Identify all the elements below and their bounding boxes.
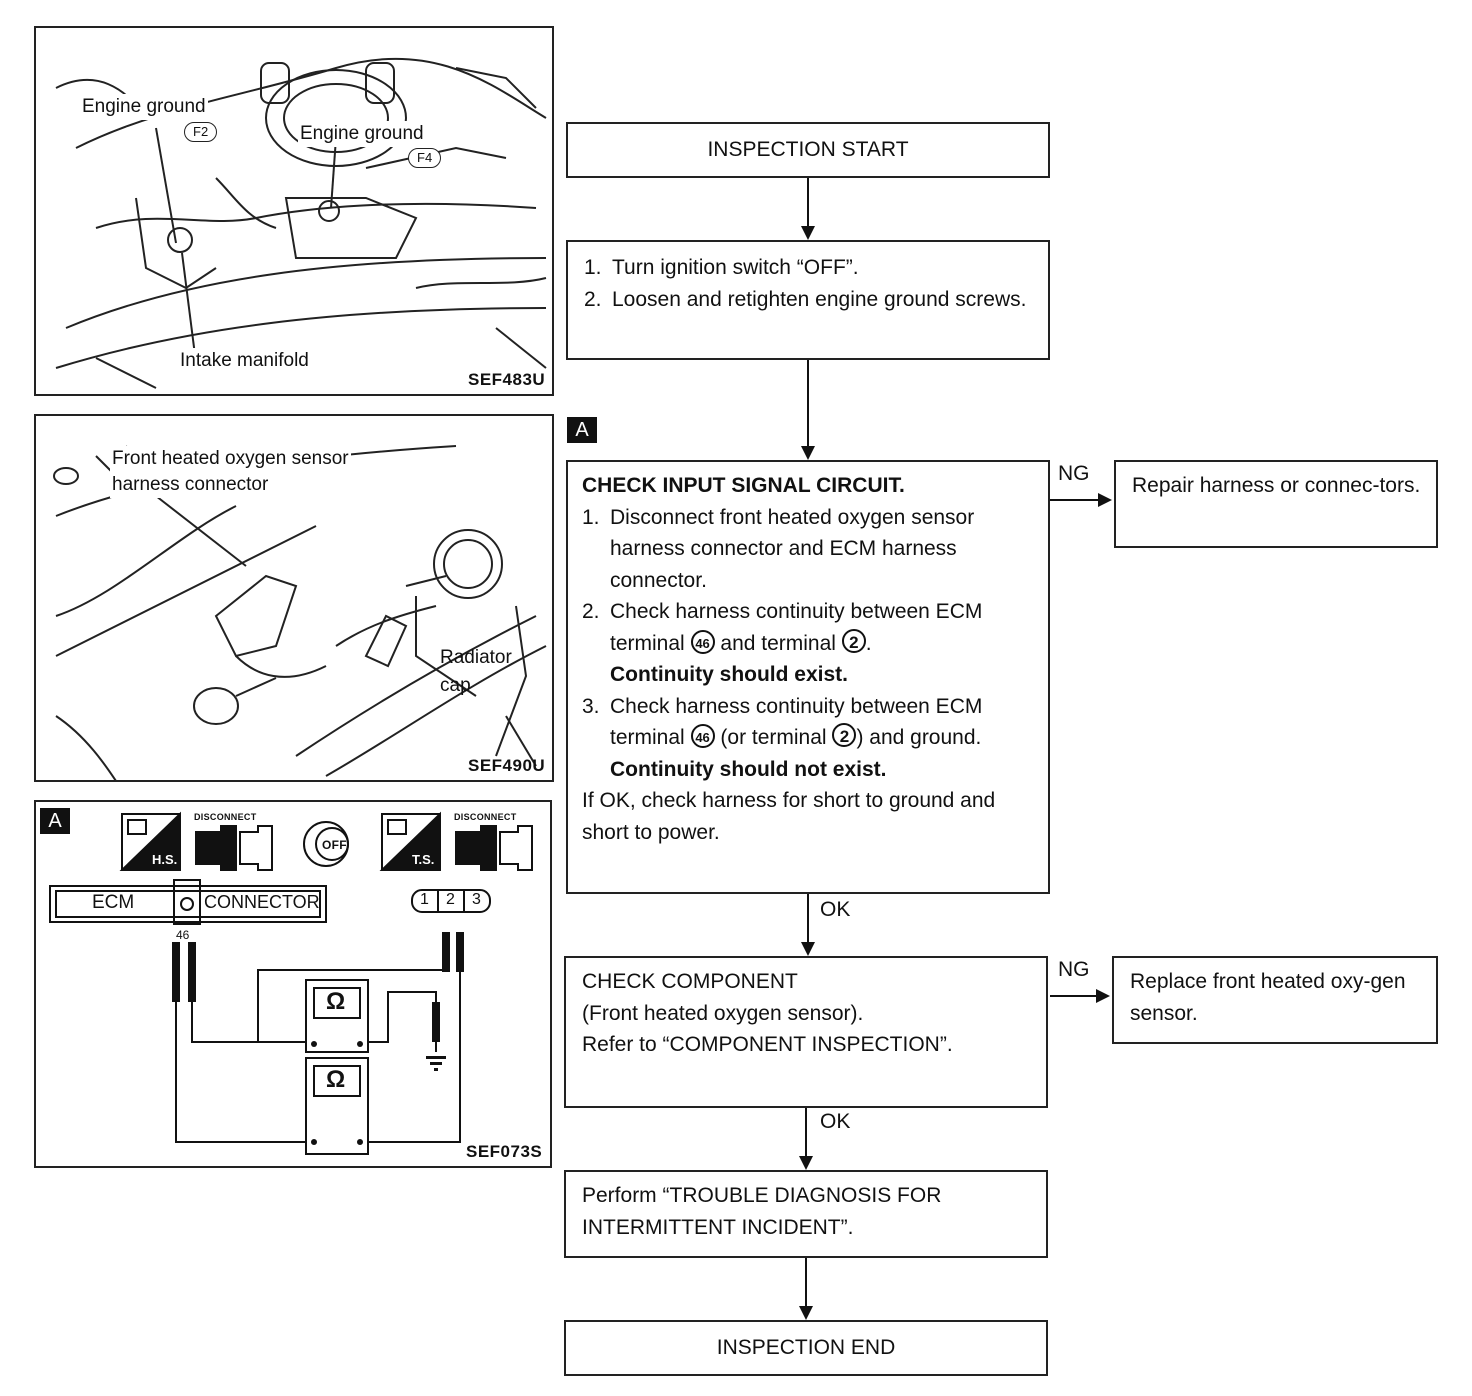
ng-label: NG — [1058, 958, 1090, 981]
sensor-connector-label-line2: harness connector — [110, 472, 271, 498]
terminal-2-badge: 2 — [832, 723, 857, 747]
item-text: Loosen and retighten engine ground screw… — [612, 287, 1027, 311]
inspection-end-text: INSPECTION END — [716, 1336, 896, 1360]
inspection-start-text: INSPECTION START — [707, 138, 909, 162]
check-component-line: Refer to “COMPONENT INSPECTION”. — [582, 1033, 953, 1056]
pin-2-label: 2 — [446, 891, 455, 908]
sensor-connector-label-line1: Front heated oxygen sensor — [110, 446, 351, 472]
terminal-46-badge: 46 — [690, 629, 715, 654]
perform-diagnosis-box: Perform “TROUBLE DIAGNOSIS FOR INTERMITT… — [564, 1170, 1048, 1258]
section-tag: A — [567, 417, 597, 443]
item-number: 3. — [582, 694, 600, 718]
item-number: 1. — [584, 256, 602, 279]
terminal-46-badge: 46 — [690, 724, 715, 748]
sensor-connector-illustration — [53, 445, 547, 780]
item-number: 2. — [582, 600, 600, 623]
radiator-cap-label-line1: Radiator — [440, 647, 512, 668]
ok-label: OK — [820, 1110, 851, 1133]
figure-circuit-check: A — [34, 800, 552, 1168]
ignition-off-icon-label: OFF — [322, 838, 347, 852]
check-component-box: CHECK COMPONENT (Front heated oxygen sen… — [564, 956, 1048, 1108]
check-component-line: (Front heated oxygen sensor). — [582, 1001, 864, 1025]
figure-code: SEF490U — [468, 756, 546, 775]
check-input-signal-box: CHECK INPUT SIGNAL CIRCUIT. 1. Disconnec… — [566, 460, 1050, 894]
figure-sensor-connector: Front heated oxygen sensor harness conne… — [34, 414, 554, 782]
figure-engine-ground: Engine ground F2 Engine ground F4 Intake… — [34, 26, 554, 396]
check-input-title: CHECK INPUT SIGNAL CIRCUIT. — [582, 474, 905, 497]
step1-box: 1. Turn ignition switch “OFF”. 2. Loosen… — [566, 240, 1050, 360]
engine-ground-illustration — [55, 57, 547, 389]
f4-connector-label: F4 — [408, 148, 442, 168]
pin-1-label: 1 — [420, 891, 429, 908]
repair-harness-text: Repair harness or connec-tors. — [1132, 474, 1421, 497]
f2-connector-label: F2 — [184, 122, 218, 142]
engine-ground-right-label: Engine ground — [298, 121, 426, 147]
repair-harness-box: Repair harness or connec-tors. — [1114, 460, 1438, 548]
check-input-item: 1. Disconnect front heated oxygen sensor… — [582, 502, 1034, 597]
replace-sensor-box: Replace front heated oxy-gen sensor. — [1112, 956, 1438, 1044]
check-input-item: 3. Check harness continuity between ECM … — [582, 691, 1034, 786]
ts-icon-label: T.S. — [412, 852, 435, 867]
continuity-exist-text: Continuity should exist. — [610, 663, 849, 686]
ohmmeter-symbol: Ω — [326, 1066, 346, 1093]
hs-icon-label: H.S. — [152, 852, 178, 867]
ecm-label: ECM — [92, 892, 135, 913]
ok-label: OK — [820, 898, 851, 921]
step1-item: 1. Turn ignition switch “OFF”. — [584, 252, 1034, 284]
continuity-not-exist-text: Continuity should not exist. — [610, 757, 887, 781]
inspection-start-box: INSPECTION START — [566, 122, 1050, 178]
replace-sensor-text: Replace front heated oxy-gen sensor. — [1130, 970, 1406, 1025]
terminal-2-badge: 2 — [841, 628, 866, 653]
pin-46-label: 46 — [176, 928, 190, 942]
item-text: Check harness continuity between ECM ter… — [610, 694, 983, 750]
item-text: Check harness continuity between ECM ter… — [610, 600, 983, 655]
figure-code: SEF483U — [468, 370, 546, 389]
step1-item: 2. Loosen and retighten engine ground sc… — [584, 284, 1034, 316]
circuit-diagram — [49, 811, 533, 1155]
inspection-end-box: INSPECTION END — [564, 1320, 1048, 1376]
check-input-item: 2. Check harness continuity between ECM … — [582, 596, 1034, 691]
section-tag: A — [40, 808, 70, 834]
ng-label: NG — [1058, 462, 1090, 485]
item-text: (or terminal — [720, 726, 827, 749]
item-text: Disconnect front heated oxygen sensor ha… — [610, 505, 975, 592]
ohmmeter-symbol: Ω — [326, 988, 346, 1015]
item-text: ) and ground. — [856, 726, 982, 749]
intake-manifold-label: Intake manifold — [178, 348, 311, 374]
disconnect-icon-label: DISCONNECT — [454, 812, 517, 822]
perform-diagnosis-text: Perform “TROUBLE DIAGNOSIS FOR INTERMITT… — [582, 1184, 942, 1239]
connector-label: CONNECTOR — [204, 892, 320, 912]
pin-3-label: 3 — [472, 891, 481, 908]
engine-ground-left-label: Engine ground — [80, 94, 208, 120]
figure-code: SEF073S — [466, 1142, 543, 1161]
check-input-footer: If OK, check harness for short to ground… — [582, 789, 996, 844]
item-text: and terminal — [720, 631, 836, 655]
radiator-cap-label-line2: cap — [440, 675, 471, 696]
disconnect-icon-label: DISCONNECT — [194, 812, 257, 822]
check-component-line: CHECK COMPONENT — [582, 970, 798, 993]
item-number: 1. — [582, 505, 600, 529]
item-text: Turn ignition switch “OFF”. — [612, 256, 859, 279]
item-text: . — [865, 631, 872, 655]
item-number: 2. — [584, 287, 602, 311]
